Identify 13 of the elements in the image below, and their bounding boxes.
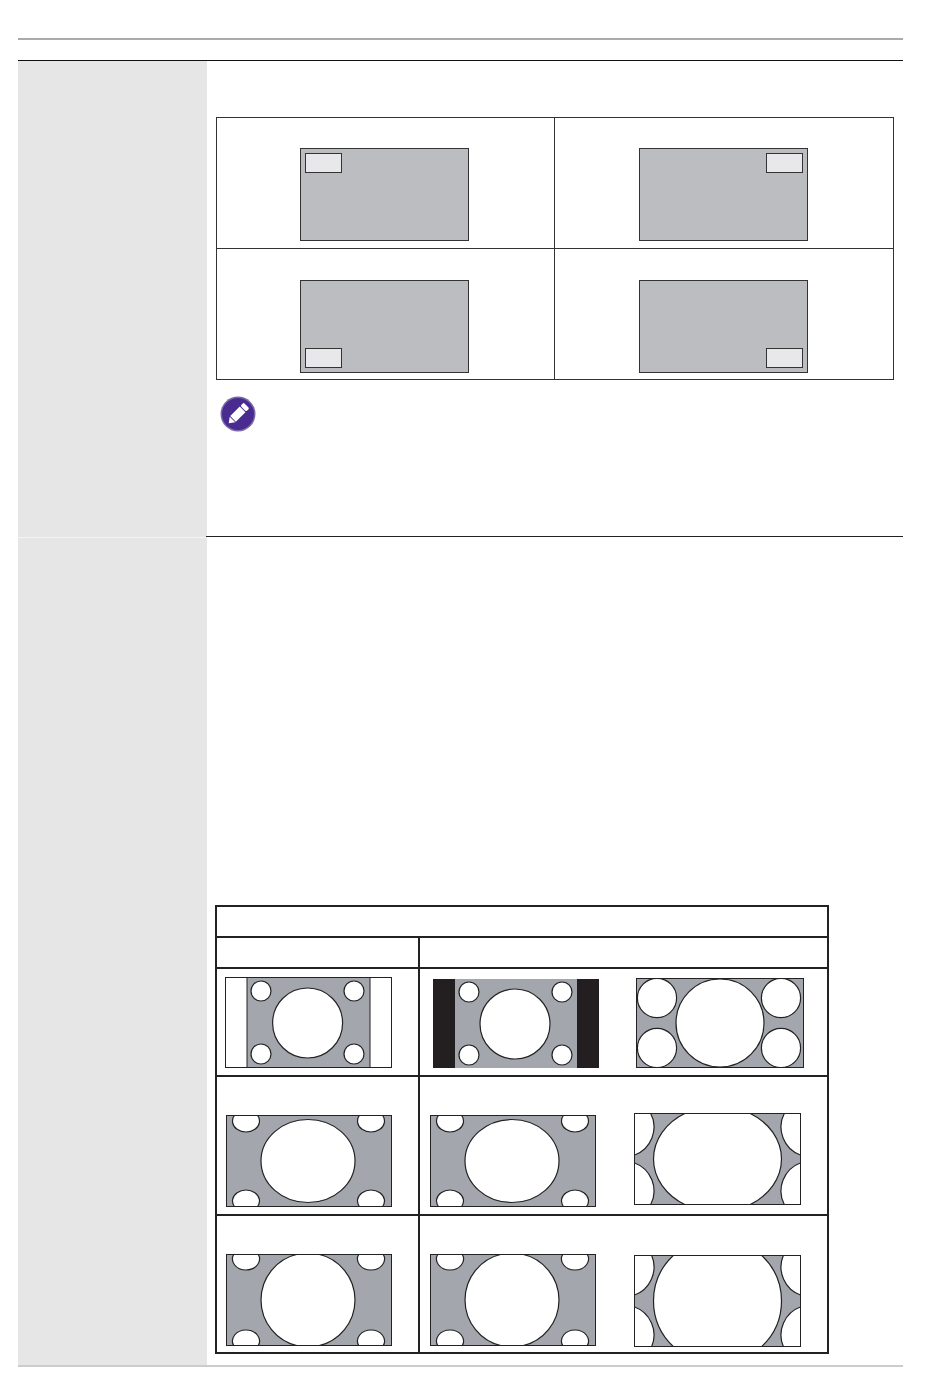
screen-corner-drawing <box>639 280 808 373</box>
aspect-ratio-drawing <box>226 1115 392 1207</box>
aspect-ratio-drawing <box>634 1113 801 1205</box>
aspect-ratio-drawing <box>225 977 392 1068</box>
aspect-ratio-drawing <box>430 1115 596 1207</box>
aspect-ratio-drawing <box>634 1255 801 1347</box>
aspect-ratio-drawing <box>636 978 804 1068</box>
aspect-ratio-drawing <box>226 1254 392 1346</box>
screen-corner-drawing <box>300 280 469 373</box>
screen-corner-drawing <box>300 148 469 241</box>
screen-corner-drawing <box>639 148 808 241</box>
aspect-ratio-drawing <box>433 979 599 1068</box>
aspect-ratio-drawing <box>430 1254 596 1346</box>
